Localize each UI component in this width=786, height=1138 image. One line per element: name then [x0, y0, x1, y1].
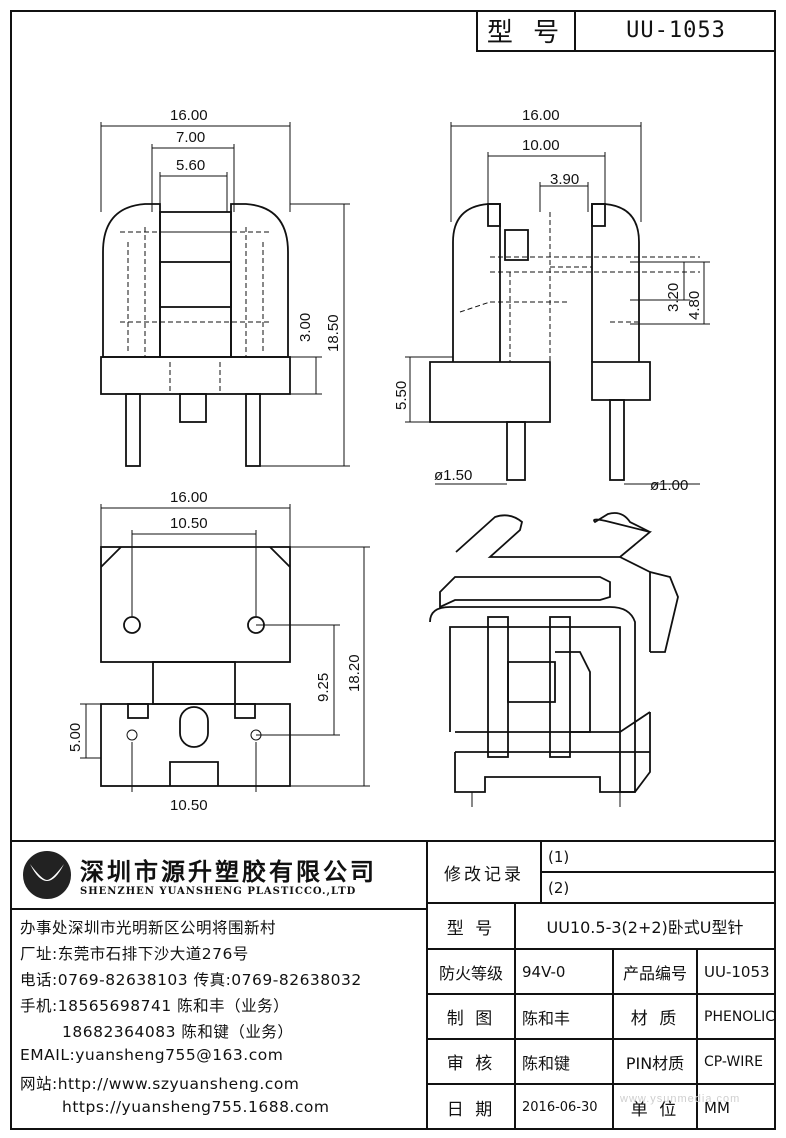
revision-label: 修改记录: [428, 842, 542, 904]
front-height-3: 3.00: [297, 313, 314, 342]
side-diameter-1.0: ø1.00: [650, 477, 688, 494]
checked-by-label: 审 核: [428, 1040, 516, 1085]
company-divider: [10, 908, 426, 910]
front-height-18.5: 18.50: [325, 314, 342, 352]
product-no-value: UU-1053: [698, 950, 774, 995]
bottom-width-10.5b: 10.50: [170, 797, 208, 814]
title-block: 深圳市源升塑胶有限公司 SHENZHEN YUANSHENG PLASTICCO…: [10, 840, 776, 1130]
front-width-5.6: 5.60: [176, 157, 205, 174]
model-header-value: UU-1053: [626, 17, 726, 43]
email: EMAIL:yuansheng755@163.com: [20, 1046, 284, 1064]
drawn-by-label: 制 图: [428, 995, 516, 1040]
office-address: 办事处深圳市光明新区公明将围新村: [20, 919, 277, 937]
factory-address: 厂址:东莞市石排下沙大道276号: [20, 945, 249, 963]
unit-value: MM: [704, 1098, 730, 1117]
side-height-5.5: 5.50: [393, 381, 410, 410]
website-1: 网站:http://www.szyuansheng.com: [20, 1075, 300, 1093]
spec-grid: 修改记录 (1) (2) 型 号 UU10.5-3(2+2)卧式U型针 防火等级…: [428, 842, 775, 1130]
spec-model-label: 型 号: [428, 904, 516, 950]
side-width-3.9: 3.90: [550, 171, 579, 188]
unit-label: 单 位: [614, 1085, 698, 1130]
company-name-cn: 深圳市源升塑胶有限公司: [80, 858, 377, 886]
front-width-7: 7.00: [176, 129, 205, 146]
bottom-height-18.2: 18.20: [346, 654, 363, 692]
revision-1: (1): [542, 842, 774, 873]
checked-by-value: 陈和键: [516, 1040, 614, 1085]
drawing-frame: [10, 10, 776, 1130]
model-header: 型 号 UU-1053: [476, 10, 776, 52]
side-diameter-1.5: ø1.50: [434, 467, 472, 484]
mobile-2: 18682364083 陈和键（业务）: [62, 1023, 294, 1041]
revision-2: (2): [542, 873, 774, 904]
product-no-label: 产品编号: [614, 950, 698, 995]
bottom-view: 16.00 10.50 9.25 18.20 5.00 10.50: [67, 489, 370, 814]
date-label: 日 期: [428, 1085, 516, 1130]
company-name-en: SHENZHEN YUANSHENG PLASTICCO.,LTD: [80, 886, 357, 897]
fire-rating-label: 防火等级: [428, 950, 516, 995]
company-logo-area: 深圳市源升塑胶有限公司 SHENZHEN YUANSHENG PLASTICCO…: [10, 842, 426, 908]
side-width-10: 10.00: [522, 137, 560, 154]
bottom-height-9.25: 9.25: [315, 673, 332, 702]
bottom-width-16: 16.00: [170, 489, 208, 506]
watermark-text: www.ysunmedia.com: [620, 1093, 741, 1105]
side-height-4.8: 4.80: [686, 291, 703, 320]
material-value: PHENOLIC: [698, 995, 775, 1040]
side-height-3.2: 3.20: [665, 283, 682, 312]
model-header-label: 型 号: [478, 10, 576, 50]
pin-material-value: CP-WIRE: [698, 1040, 774, 1085]
side-view: 16.00 10.00 3.90: [393, 107, 710, 494]
spec-model-value: UU10.5-3(2+2)卧式U型针: [516, 904, 774, 950]
isometric-view: [429, 512, 679, 807]
material-label: 材 质: [614, 995, 698, 1040]
technical-drawing: 16.00 7.00 5.60 3.00: [67, 107, 710, 814]
company-info: 深圳市源升塑胶有限公司 SHENZHEN YUANSHENG PLASTICCO…: [10, 842, 428, 1130]
front-width-16: 16.00: [170, 107, 208, 124]
mobile-1: 手机:18565698741 陈和丰（业务）: [20, 997, 290, 1015]
website-2: https://yuansheng755.1688.com: [62, 1098, 330, 1116]
phone-fax: 电话:0769-82638103 传真:0769-82638032: [20, 971, 362, 989]
bottom-height-5: 5.00: [67, 723, 84, 752]
pin-material-label: PIN材质: [614, 1040, 698, 1085]
company-logo-icon: [23, 851, 71, 899]
side-width-16: 16.00: [522, 107, 560, 124]
fire-rating-value: 94V-0: [516, 950, 614, 995]
front-view: 16.00 7.00 5.60 3.00: [100, 107, 350, 467]
drawn-by-value: 陈和丰: [516, 995, 614, 1040]
date-value: 2016-06-30: [516, 1085, 614, 1130]
bottom-width-10.5a: 10.50: [170, 515, 208, 532]
